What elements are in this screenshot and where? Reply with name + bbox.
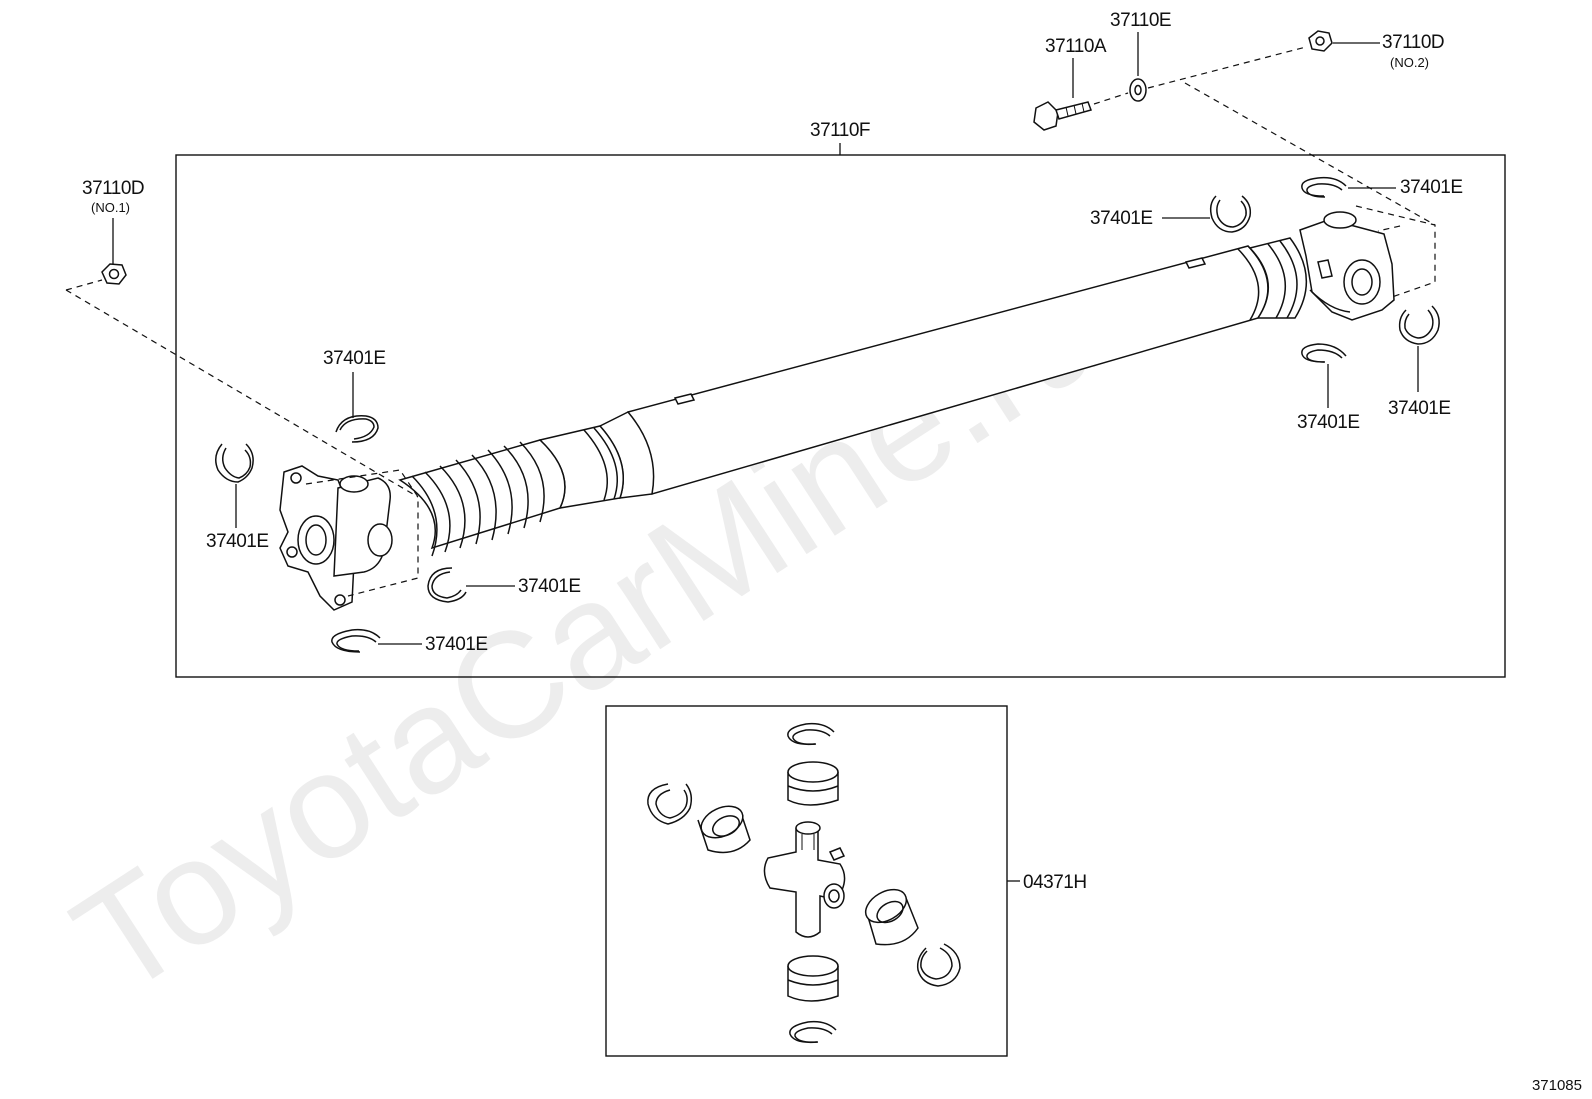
label-37110D-no1-sub: (NO.1): [91, 200, 130, 215]
nut-37110D-no1[interactable]: [101, 263, 127, 285]
front-flange-yoke[interactable]: [279, 465, 393, 611]
rear-flange-yoke[interactable]: [1299, 211, 1395, 321]
label-37401E-b[interactable]: 37401E: [206, 531, 269, 552]
label-37401E-g[interactable]: 37401E: [1297, 412, 1360, 433]
snap-ring[interactable]: [1398, 305, 1440, 345]
label-37401E-c[interactable]: 37401E: [518, 576, 581, 597]
diagram-id: 371085: [1532, 1077, 1582, 1094]
nut-37110D-no2[interactable]: [1308, 30, 1333, 52]
label-37401E-d[interactable]: 37401E: [425, 634, 488, 655]
washer-37110E[interactable]: [1129, 78, 1147, 102]
label-04371H[interactable]: 04371H: [1023, 872, 1087, 893]
label-37110E[interactable]: 37110E: [1110, 10, 1172, 31]
snap-ring[interactable]: [427, 567, 467, 603]
snap-ring[interactable]: [331, 628, 381, 653]
bolt-37110A[interactable]: [1033, 101, 1092, 131]
snap-ring[interactable]: [215, 443, 254, 483]
label-37110A[interactable]: 37110A: [1045, 36, 1107, 57]
universal-joint-kit[interactable]: [647, 722, 961, 1044]
label-37110D-no1[interactable]: 37110D: [82, 178, 145, 199]
propeller-shaft[interactable]: [398, 237, 1307, 557]
label-37401E-h[interactable]: 37401E: [1388, 398, 1451, 419]
snap-ring[interactable]: [1301, 343, 1347, 363]
label-37401E-a[interactable]: 37401E: [323, 348, 386, 369]
label-37110F[interactable]: 37110F: [810, 120, 871, 141]
snap-ring[interactable]: [335, 415, 379, 443]
label-37401E-f[interactable]: 37401E: [1400, 177, 1463, 198]
label-37401E-e[interactable]: 37401E: [1090, 208, 1153, 229]
label-37110D-no2[interactable]: 37110D: [1382, 32, 1445, 53]
label-37110D-no2-sub: (NO.2): [1390, 55, 1429, 70]
snap-ring[interactable]: [1209, 195, 1252, 233]
